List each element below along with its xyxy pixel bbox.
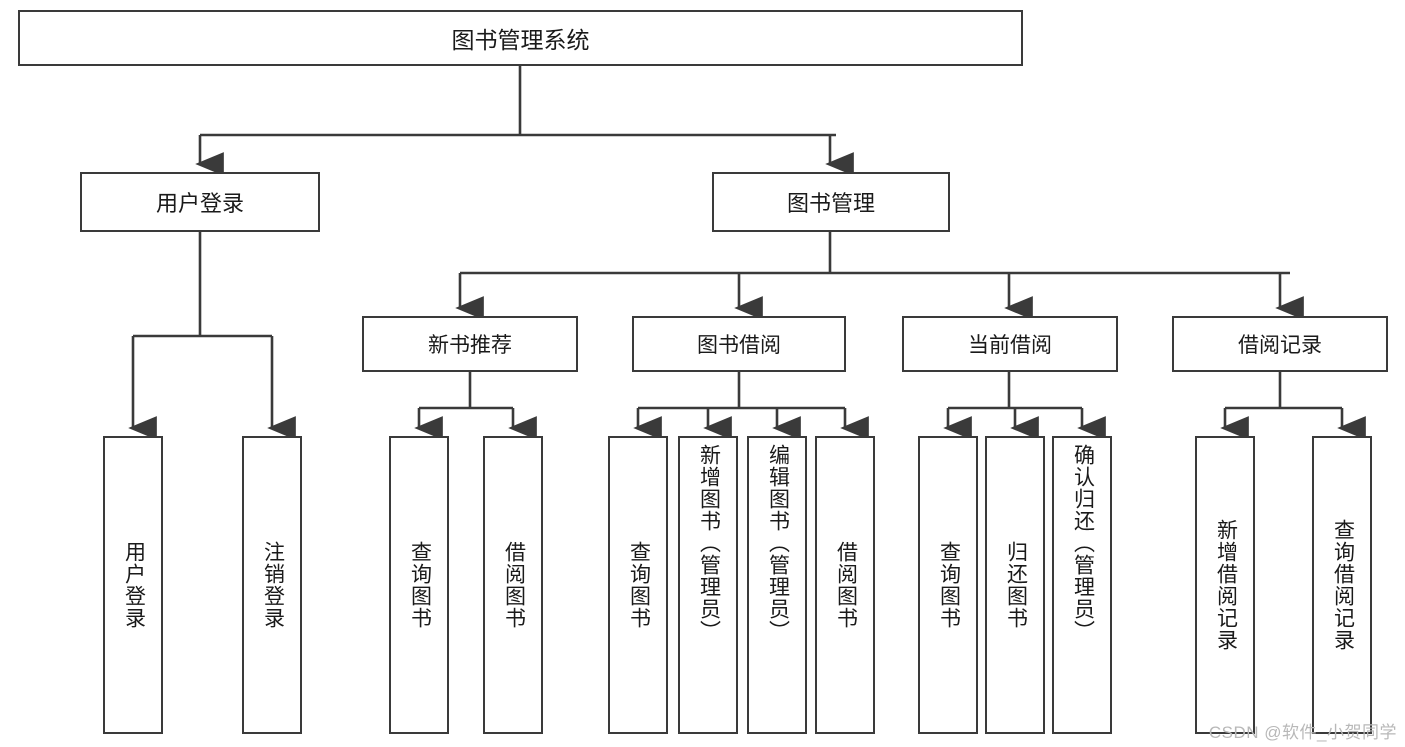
leaf-add-record-label: 新增借阅记录 — [1214, 519, 1238, 651]
node-book-borrow-label: 图书借阅 — [697, 334, 781, 357]
leaf-add-book[interactable]: 新增图书（管理员） — [678, 436, 738, 734]
leaf-logout[interactable]: 注销登录 — [242, 436, 302, 734]
node-new-book-rec-label: 新书推荐 — [428, 334, 512, 357]
leaf-return-book-label: 归还图书 — [1004, 541, 1028, 629]
node-book-manage[interactable]: 图书管理 — [712, 172, 950, 232]
node-root[interactable]: 图书管理系统 — [18, 10, 1023, 66]
node-root-label: 图书管理系统 — [451, 27, 590, 53]
node-user-login-label: 用户登录 — [155, 191, 244, 216]
leaf-query-book-3[interactable]: 查询图书 — [918, 436, 978, 734]
leaf-query-book-1[interactable]: 查询图书 — [389, 436, 449, 734]
leaf-user-login[interactable]: 用户登录 — [103, 436, 163, 734]
node-user-login[interactable]: 用户登录 — [80, 172, 320, 232]
node-borrow-record-label: 借阅记录 — [1238, 334, 1322, 357]
leaf-logout-label: 注销登录 — [261, 541, 285, 629]
leaf-confirm-return-label: 确认归还（管理员） — [1071, 444, 1095, 642]
leaf-borrow-book-1-label: 借阅图书 — [502, 541, 526, 629]
leaf-query-record-label: 查询借阅记录 — [1331, 519, 1355, 651]
leaf-borrow-book-2[interactable]: 借阅图书 — [815, 436, 875, 734]
watermark: CSDN @软件_小贺同学 — [1208, 723, 1397, 742]
leaf-edit-book[interactable]: 编辑图书（管理员） — [747, 436, 807, 734]
leaf-add-record[interactable]: 新增借阅记录 — [1195, 436, 1255, 734]
leaf-return-book[interactable]: 归还图书 — [985, 436, 1045, 734]
leaf-confirm-return[interactable]: 确认归还（管理员） — [1052, 436, 1112, 734]
node-borrow-record[interactable]: 借阅记录 — [1172, 316, 1388, 372]
node-book-manage-label: 图书管理 — [786, 191, 875, 216]
leaf-query-book-2-label: 查询图书 — [627, 541, 651, 629]
leaf-query-book-1-label: 查询图书 — [408, 541, 432, 629]
leaf-borrow-book-2-label: 借阅图书 — [834, 541, 858, 629]
node-current-borrow[interactable]: 当前借阅 — [902, 316, 1118, 372]
leaf-add-book-label: 新增图书（管理员） — [697, 444, 721, 642]
node-book-borrow[interactable]: 图书借阅 — [632, 316, 846, 372]
leaf-user-login-label: 用户登录 — [122, 541, 146, 629]
leaf-borrow-book-1[interactable]: 借阅图书 — [483, 436, 543, 734]
leaf-edit-book-label: 编辑图书（管理员） — [766, 444, 790, 642]
node-current-borrow-label: 当前借阅 — [968, 334, 1052, 357]
leaf-query-record[interactable]: 查询借阅记录 — [1312, 436, 1372, 734]
node-new-book-rec[interactable]: 新书推荐 — [362, 316, 578, 372]
leaf-query-book-2[interactable]: 查询图书 — [608, 436, 668, 734]
leaf-query-book-3-label: 查询图书 — [937, 541, 961, 629]
